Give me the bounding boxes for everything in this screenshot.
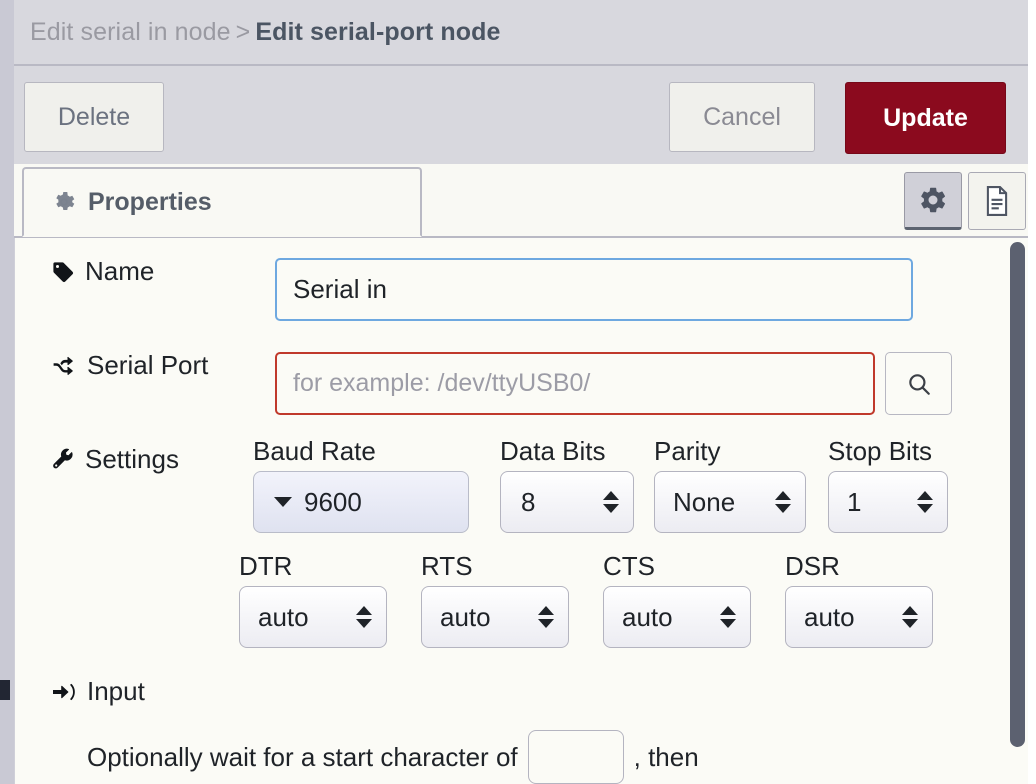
- sign-in-icon: [51, 680, 77, 704]
- spinner-arrows-icon[interactable]: [775, 491, 791, 513]
- rts-select[interactable]: auto: [421, 586, 569, 648]
- spinner-arrows-icon[interactable]: [603, 491, 619, 513]
- stop-bits-caption: Stop Bits: [828, 436, 933, 466]
- stop-bits-select[interactable]: 1: [828, 471, 948, 533]
- tag-icon: [51, 260, 75, 284]
- search-icon: [908, 373, 930, 395]
- wrench-icon: [51, 448, 75, 472]
- parity-value: None: [673, 486, 736, 517]
- row-input-section: Input: [51, 676, 145, 707]
- field-data-bits: Data Bits 8: [500, 436, 634, 533]
- data-bits-select[interactable]: 8: [500, 471, 634, 533]
- breadcrumb-separator: >: [235, 17, 251, 46]
- field-cts: CTS auto: [603, 551, 751, 648]
- serial-port-label-text: Serial Port: [87, 350, 209, 380]
- resize-handle[interactable]: [0, 680, 10, 700]
- baud-rate-select[interactable]: 9600: [253, 471, 469, 533]
- spinner-arrows-icon[interactable]: [902, 606, 918, 628]
- field-dtr: DTR auto: [239, 551, 387, 648]
- spinner-arrows-icon[interactable]: [720, 606, 736, 628]
- dialog-header: Edit serial in node>Edit serial-port nod…: [14, 0, 1028, 66]
- field-rts: RTS auto: [421, 551, 569, 648]
- cts-value: auto: [622, 601, 673, 632]
- start-character-input[interactable]: [527, 730, 624, 784]
- data-bits-caption: Data Bits: [500, 436, 606, 466]
- tab-properties-label: Properties: [88, 187, 212, 216]
- cts-select[interactable]: auto: [603, 586, 751, 648]
- rts-value: auto: [440, 601, 491, 632]
- gear-icon: [921, 187, 946, 213]
- rts-caption: RTS: [421, 551, 473, 581]
- gear-icon: [52, 190, 76, 214]
- serial-port-field-label: Serial Port: [51, 350, 208, 381]
- parity-select[interactable]: None: [654, 471, 806, 533]
- dsr-value: auto: [804, 601, 855, 632]
- baud-rate-caption: Baud Rate: [253, 436, 376, 466]
- spinner-arrows-icon[interactable]: [356, 606, 372, 628]
- field-dsr: DSR auto: [785, 551, 933, 648]
- field-baud-rate: Baud Rate 9600: [253, 436, 469, 533]
- description-tab-button[interactable]: [968, 172, 1026, 230]
- dtr-select[interactable]: auto: [239, 586, 387, 648]
- delete-button[interactable]: Delete: [24, 82, 164, 152]
- dtr-value: auto: [258, 601, 309, 632]
- baud-rate-value: 9600: [304, 486, 362, 517]
- breadcrumb-current: Edit serial-port node: [255, 17, 501, 46]
- row-serial-port: Serial Port: [51, 350, 952, 415]
- stop-bits-value: 1: [847, 486, 862, 517]
- parity-caption: Parity: [654, 436, 721, 466]
- breadcrumb: Edit serial in node>Edit serial-port nod…: [30, 18, 501, 47]
- breadcrumb-parent[interactable]: Edit serial in node: [30, 17, 231, 46]
- spinner-arrows-icon[interactable]: [538, 606, 554, 628]
- dsr-caption: DSR: [785, 551, 840, 581]
- row-name: Name: [51, 256, 913, 321]
- start-character-row: Optionally wait for a start character of…: [87, 730, 699, 784]
- tab-strip-underline: [14, 236, 1028, 238]
- input-section-label-text: Input: [87, 676, 145, 706]
- dtr-caption: DTR: [239, 551, 293, 581]
- start-character-text-after: , then: [633, 741, 699, 772]
- cts-caption: CTS: [603, 551, 655, 581]
- serial-port-search-button[interactable]: [885, 352, 952, 415]
- cancel-button[interactable]: Cancel: [669, 82, 815, 152]
- name-input[interactable]: [275, 258, 913, 321]
- name-field-label: Name: [51, 256, 154, 287]
- window-right-edge: [1028, 0, 1036, 784]
- tab-properties[interactable]: Properties: [22, 167, 422, 237]
- dsr-select[interactable]: auto: [785, 586, 933, 648]
- settings-tab-button[interactable]: [904, 172, 962, 230]
- window-left-edge: [0, 0, 14, 784]
- spinner-arrows-icon[interactable]: [917, 491, 933, 513]
- field-parity: Parity None: [654, 436, 806, 533]
- settings-label-text: Settings: [85, 444, 179, 474]
- scrollbar-thumb[interactable]: [1010, 242, 1025, 747]
- row-settings: Settings: [51, 444, 179, 475]
- dialog-toolbar: Delete Cancel Update: [14, 66, 1028, 164]
- field-stop-bits: Stop Bits 1: [828, 436, 948, 533]
- start-character-text-before: Optionally wait for a start character of: [87, 741, 518, 772]
- tab-strip: Properties: [14, 164, 1028, 238]
- name-label-text: Name: [85, 256, 155, 286]
- document-icon: [986, 186, 1008, 216]
- chevron-down-icon: [274, 497, 292, 507]
- dialog-body: Name Serial Port: [14, 238, 1028, 784]
- input-section-label: Input: [51, 676, 145, 707]
- serial-port-input[interactable]: [275, 352, 875, 415]
- update-button[interactable]: Update: [845, 82, 1006, 154]
- shuffle-icon: [51, 354, 77, 378]
- data-bits-value: 8: [521, 486, 536, 517]
- settings-field-label: Settings: [51, 444, 179, 475]
